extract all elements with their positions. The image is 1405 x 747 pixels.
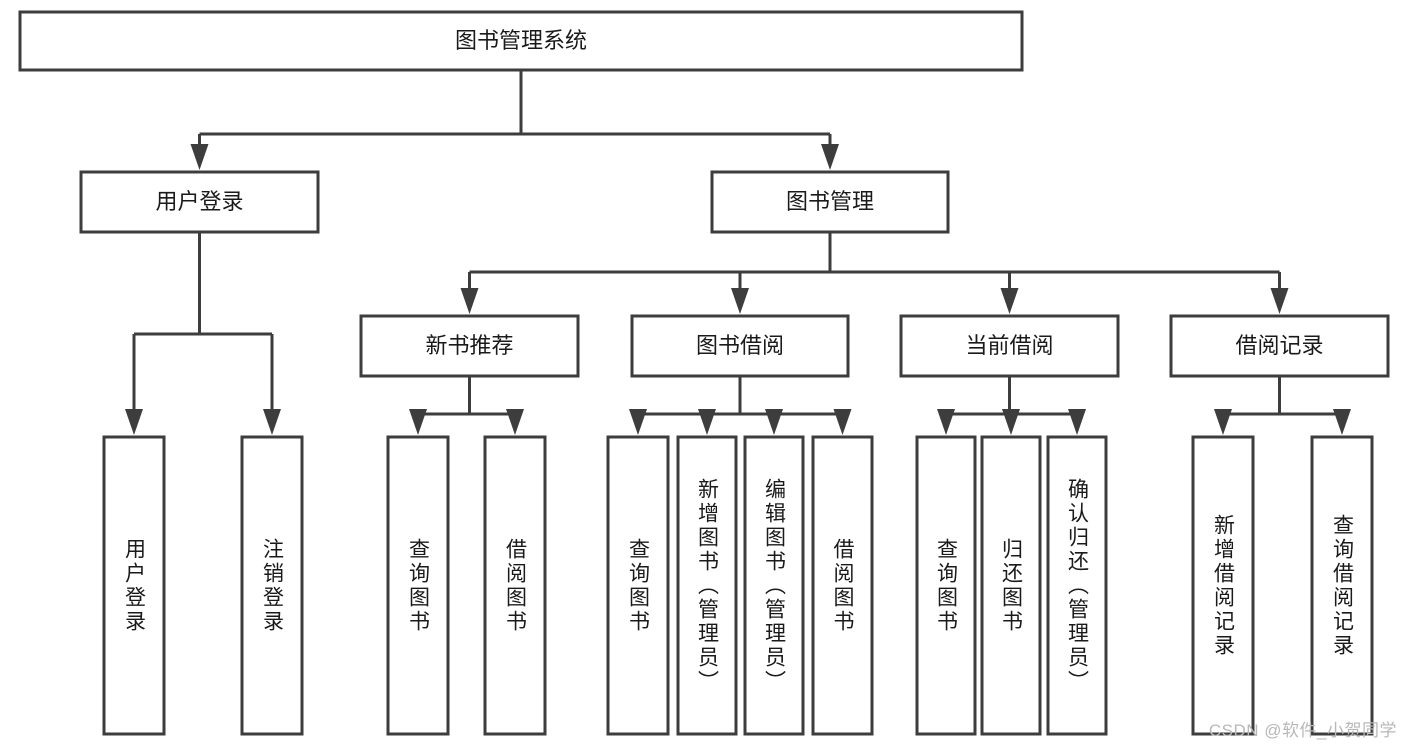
arrow-head-icon	[1333, 409, 1351, 435]
node-new-book-recommend[interactable]: 新书推荐	[359, 314, 580, 378]
node-user-login[interactable]: 用户登录	[79, 170, 320, 234]
arrow-head-icon	[731, 288, 749, 314]
node-label-borrow-record: 借阅记录	[1235, 333, 1323, 358]
node-box-book-borrow	[630, 314, 850, 378]
arrow-head-icon	[125, 409, 143, 435]
node-box-borrow-record	[1169, 314, 1390, 378]
arrow-head-icon	[937, 409, 955, 435]
node-label-user-login: 用户登录	[155, 189, 243, 214]
arrow-head-icon	[1214, 409, 1232, 435]
node-leaf-user-logout[interactable]	[240, 435, 304, 736]
node-leaf-query-book-recommend[interactable]	[386, 435, 450, 736]
arrow-head-icon	[409, 409, 427, 435]
node-box-leaf-query-book-borrow	[606, 435, 670, 736]
node-leaf-edit-book-admin[interactable]	[743, 435, 805, 736]
arrow-head-icon	[460, 288, 479, 314]
arrow-head-icon	[190, 144, 209, 170]
node-box-leaf-query-borrow-record	[1310, 435, 1374, 736]
node-leaf-add-borrow-record[interactable]	[1191, 435, 1255, 736]
node-borrow-record[interactable]: 借阅记录	[1169, 314, 1390, 378]
node-leaf-query-book-borrow[interactable]	[606, 435, 670, 736]
node-box-user-login	[79, 170, 320, 234]
arrow-head-icon	[629, 409, 647, 435]
node-leaf-return-book[interactable]	[980, 435, 1042, 736]
node-box-root	[18, 10, 1024, 72]
node-label-current-borrow: 当前借阅	[965, 333, 1053, 358]
node-box-new-book-recommend	[359, 314, 580, 378]
arrow-head-icon	[833, 409, 852, 435]
node-leaf-user-login[interactable]	[102, 435, 166, 736]
node-box-leaf-query-book-recommend	[386, 435, 450, 736]
node-box-leaf-edit-book-admin	[743, 435, 805, 736]
node-box-leaf-borrow-book-recommend	[483, 435, 547, 736]
arrow-head-icon	[1068, 409, 1086, 435]
node-box-current-borrow	[899, 314, 1120, 378]
node-box-leaf-add-borrow-record	[1191, 435, 1255, 736]
node-leaf-borrow-book-recommend[interactable]	[483, 435, 547, 736]
arrow-head-icon	[698, 409, 716, 435]
arrow-head-icon	[1002, 409, 1020, 435]
node-box-leaf-query-book-current	[915, 435, 977, 736]
arrow-head-icon	[821, 144, 839, 170]
node-leaf-borrow-book[interactable]	[811, 435, 874, 736]
node-box-leaf-user-logout	[240, 435, 304, 736]
node-leaf-confirm-return-admin[interactable]	[1046, 435, 1108, 736]
node-root[interactable]: 图书管理系统	[18, 10, 1024, 72]
node-current-borrow[interactable]: 当前借阅	[899, 314, 1120, 378]
watermark: CSDN @软件_小贺同学	[1208, 721, 1397, 740]
connector-layer	[125, 70, 1351, 435]
node-box-leaf-user-login	[102, 435, 166, 736]
node-label-new-book-recommend: 新书推荐	[425, 333, 513, 358]
node-leaf-add-book-admin[interactable]	[676, 435, 738, 736]
arrow-head-icon	[506, 409, 524, 435]
node-label-root: 图书管理系统	[455, 28, 587, 53]
node-box-leaf-add-book-admin	[676, 435, 738, 736]
node-box-leaf-return-book	[980, 435, 1042, 736]
node-box-leaf-borrow-book	[811, 435, 874, 736]
arrow-head-icon	[1270, 288, 1289, 314]
node-label-book-management: 图书管理	[786, 189, 874, 214]
arrow-head-icon	[1000, 288, 1019, 314]
arrow-head-icon	[263, 409, 281, 435]
node-book-management[interactable]: 图书管理	[710, 170, 950, 234]
node-leaf-query-borrow-record[interactable]	[1310, 435, 1374, 736]
node-leaf-query-book-current[interactable]	[915, 435, 977, 736]
node-book-borrow[interactable]: 图书借阅	[630, 314, 850, 378]
arrow-head-icon	[765, 409, 783, 435]
node-box-book-management	[710, 170, 950, 234]
node-label-book-borrow: 图书借阅	[696, 333, 784, 358]
node-box-leaf-confirm-return-admin	[1046, 435, 1108, 736]
